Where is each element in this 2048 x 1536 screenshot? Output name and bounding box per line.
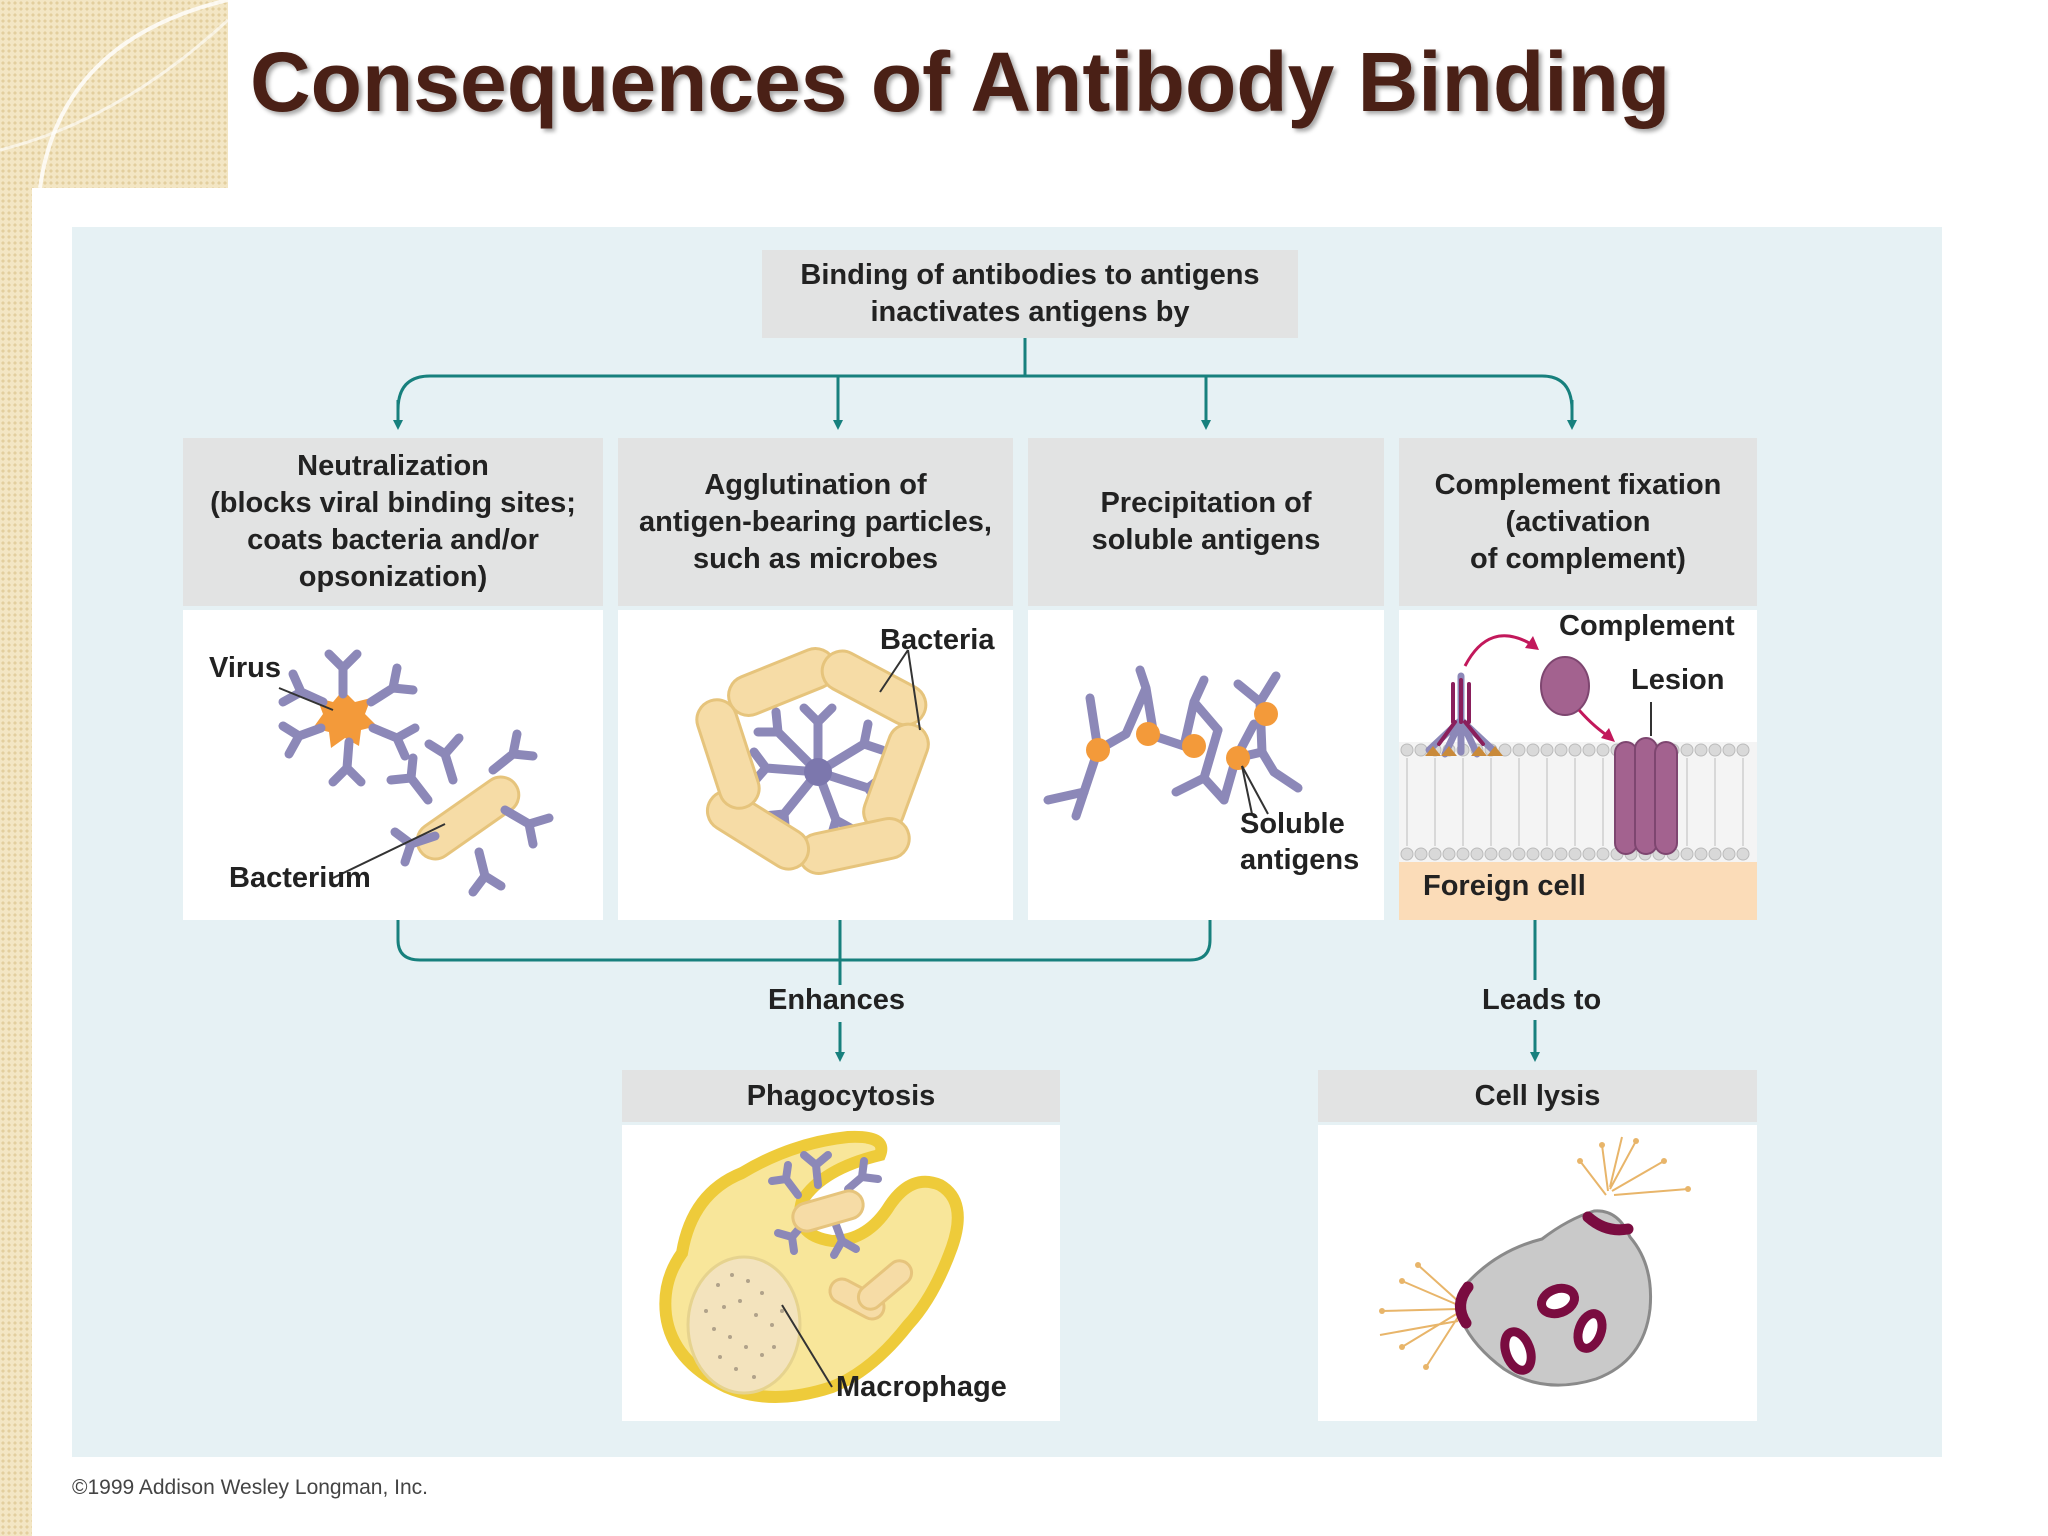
complement-label: Complement [1559, 610, 1735, 642]
neutralization-header: Neutralization (blocks viral binding sit… [183, 438, 603, 606]
neutralization-panel: Virus Bacterium [183, 610, 603, 920]
foreign-cell-label: Foreign cell [1423, 870, 1586, 902]
bacteria-label: Bacteria [880, 624, 995, 656]
virus-label: Virus [209, 652, 282, 684]
slide-title: Consequences of Antibody Binding [250, 35, 1671, 129]
antibody-icon [1043, 665, 1303, 821]
agglutination-header: Agglutination of antigen-bearing particl… [618, 438, 1013, 606]
top-box: Binding of antibodies to antigens inacti… [762, 250, 1298, 338]
lesion-label: Lesion [1631, 664, 1725, 696]
corner-decoration [0, 0, 228, 188]
leads-to-label: Leads to [1482, 984, 1602, 1016]
antibody-icon [278, 649, 420, 787]
copyright-footer: ©1999 Addison Wesley Longman, Inc. [72, 1476, 428, 1499]
precipitation-header: Precipitation of soluble antigens [1028, 438, 1384, 606]
left-decorative-strip [0, 0, 32, 1536]
lysed-cell-icon [1379, 1136, 1691, 1387]
macrophage-label: Macrophage [836, 1371, 1007, 1403]
phagocytosis-header: Phagocytosis [622, 1070, 1060, 1122]
antibody-icon [768, 1151, 882, 1259]
virus-icon [313, 690, 377, 748]
enhances-label: Enhances [768, 984, 905, 1016]
bacterium-icon [415, 775, 521, 861]
macrophage-icon [659, 1130, 964, 1403]
antigen-icon [1086, 702, 1278, 770]
cell-lysis-header: Cell lysis [1318, 1070, 1757, 1122]
bacterium-label: Bacterium [229, 862, 371, 894]
lesion-pore-icon [1614, 737, 1678, 855]
antigen-icon [804, 758, 832, 786]
phagocytosis-panel: Macrophage [622, 1125, 1060, 1421]
complement-fixation-panel: Complement Lesion Foreign cell [1399, 610, 1757, 920]
antibody-icon [386, 729, 554, 897]
agglutination-panel: Bacteria [618, 610, 1013, 920]
foreign-cell-region [1399, 858, 1757, 920]
complement-fixation-header: Complement fixation (activation of compl… [1399, 438, 1757, 606]
bacteria-icon [695, 647, 930, 875]
complement-icon [1540, 656, 1590, 716]
bacterium-icon [791, 1189, 865, 1233]
soluble-antigens-label: Soluble antigens [1240, 808, 1360, 876]
precipitation-panel: Soluble antigens [1028, 610, 1384, 920]
membrane [1399, 742, 1757, 862]
cell-lysis-panel [1318, 1125, 1757, 1421]
